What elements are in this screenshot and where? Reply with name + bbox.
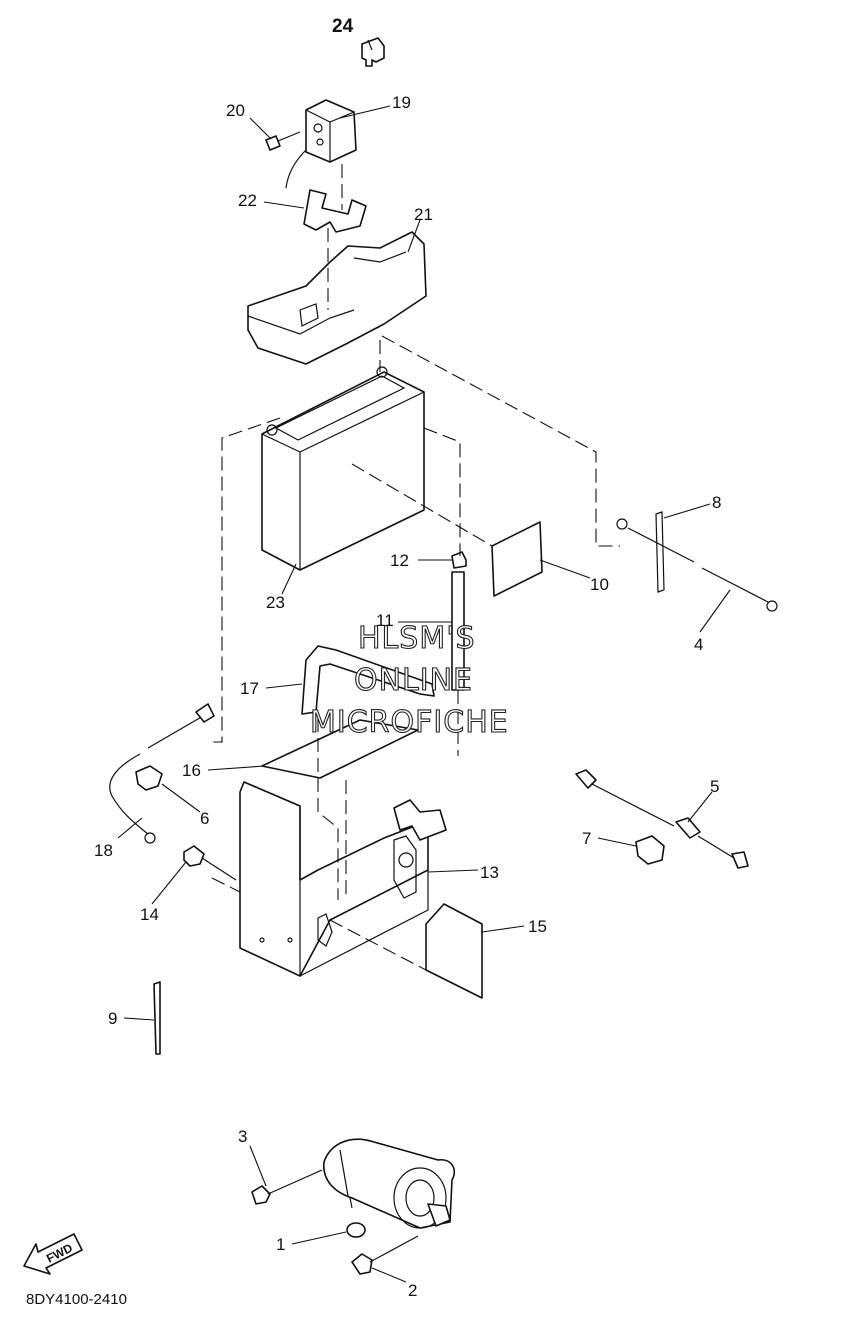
bolt-part-2 — [351, 1235, 419, 1275]
callout-21: 21 — [414, 205, 433, 224]
relay-bracket-part-22 — [303, 189, 367, 233]
callout-4: 4 — [694, 635, 703, 654]
battery-band-part-17 — [301, 645, 435, 715]
rubber-sheet-part-16 — [261, 719, 419, 779]
hose-part-11 — [451, 571, 465, 691]
cable-tie-part-9 — [153, 981, 161, 1055]
callout-1: 1 — [276, 1235, 285, 1254]
callout-5: 5 — [710, 777, 719, 796]
callout-16: 16 — [182, 761, 201, 780]
callout-18: 18 — [94, 841, 113, 860]
o-ring-part-1 — [346, 1222, 366, 1238]
callout-3: 3 — [238, 1127, 247, 1146]
cap-part-7 — [635, 835, 665, 865]
cable-part-18 — [109, 703, 215, 844]
callout-15: 15 — [528, 917, 547, 936]
cap-part-12 — [451, 551, 467, 569]
starter-motor — [323, 1138, 456, 1229]
callout-17: 17 — [240, 679, 259, 698]
pad-part-10 — [491, 521, 543, 597]
battery-box-part-13 — [239, 781, 447, 977]
callout-6: 6 — [200, 809, 209, 828]
cable-part-4 — [701, 567, 778, 612]
fuse-part-24 — [361, 37, 385, 67]
callout-24: 24 — [332, 16, 354, 37]
cap-part-6 — [135, 765, 163, 791]
cable-part-5 — [575, 769, 749, 869]
battery-cover-part-21 — [247, 231, 427, 365]
watermark-line-1: HLSM'S — [358, 621, 476, 656]
callout-14: 14 — [140, 905, 159, 924]
assembly-lines — [210, 164, 620, 971]
callout-2: 2 — [408, 1281, 417, 1300]
pad-part-15 — [425, 903, 483, 999]
battery-part-23 — [261, 366, 425, 571]
callout-20: 20 — [226, 101, 245, 120]
callout-13: 13 — [480, 863, 499, 882]
callout-8: 8 — [712, 493, 721, 512]
cable-part-8 — [616, 511, 695, 593]
bolt-part-20 — [265, 131, 301, 151]
fwd-arrow-icon: FWD — [23, 1233, 83, 1275]
callout-19: 19 — [392, 93, 411, 112]
callout-22: 22 — [238, 191, 257, 210]
diagram-code: 8DY4100-2410 — [26, 1291, 127, 1308]
callout-7: 7 — [582, 829, 591, 848]
callout-12: 12 — [390, 551, 409, 570]
watermark: HLSM'S ONLINE MICROFICHE — [309, 620, 509, 740]
callout-11: 11 — [376, 611, 394, 630]
callout-9: 9 — [108, 1009, 117, 1028]
watermark-line-3: MICROFICHE — [310, 705, 509, 740]
callout-10: 10 — [590, 575, 609, 594]
bolt-part-3 — [251, 1169, 323, 1205]
starter-relay-part-19 — [285, 99, 357, 189]
bolt-part-14 — [183, 845, 237, 881]
watermark-line-2: ONLINE — [354, 663, 473, 698]
leader-lines — [117, 105, 731, 1283]
callout-23: 23 — [266, 593, 285, 612]
callout-labels: 24 20 19 22 21 8 12 10 23 11 4 17 16 6 5… — [94, 16, 721, 1300]
